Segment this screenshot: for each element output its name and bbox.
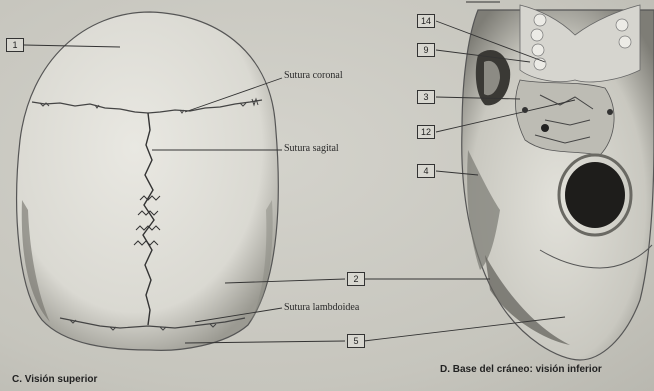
label-box-4: 4 <box>417 164 435 178</box>
label-sutura-coronal: Sutura coronal <box>284 70 343 81</box>
label-box-5: 5 <box>347 334 365 348</box>
caption-superior-view: C. Visión superior <box>12 374 97 385</box>
label-sutura-lambdoidea: Sutura lambdoidea <box>284 302 359 313</box>
label-box-14: 14 <box>417 14 435 28</box>
label-box-9: 9 <box>417 43 435 57</box>
skull-superior-view <box>17 12 279 350</box>
label-box-2: 2 <box>347 272 365 286</box>
label-box-12: 12 <box>417 125 435 139</box>
skull-base-inferior-view <box>462 5 654 360</box>
label-box-3: 3 <box>417 90 435 104</box>
label-sutura-sagital: Sutura sagital <box>284 143 339 154</box>
caption-inferior-view: D. Base del cráneo: visión inferior <box>440 364 602 375</box>
label-box-1: 1 <box>6 38 24 52</box>
